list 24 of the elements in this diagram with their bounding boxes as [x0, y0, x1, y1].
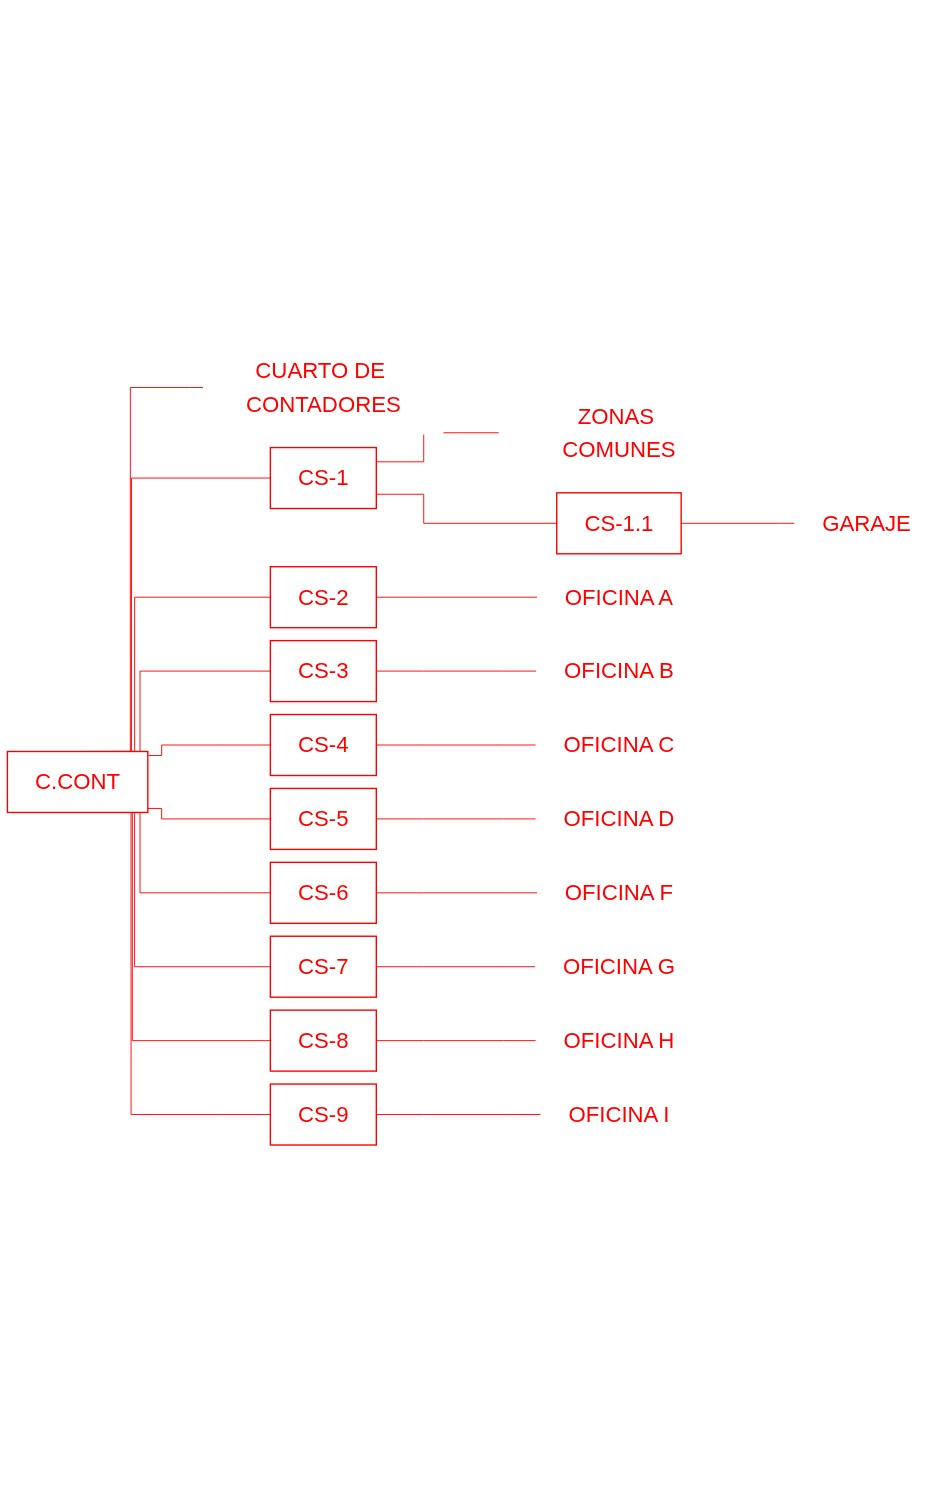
- node-text: OFICINA G: [562, 953, 675, 979]
- node-box: CS-8: [269, 1009, 377, 1072]
- node-box: CS-1.1: [556, 491, 682, 555]
- node-box: C.CONT: [6, 750, 149, 813]
- node-text: OFICINA C: [563, 731, 675, 757]
- node-box: CS-7: [269, 935, 377, 998]
- connector: [147, 807, 271, 820]
- node-box: CS-3: [269, 639, 377, 703]
- connector: [147, 744, 271, 756]
- node-text: ZONAS COMUNES: [562, 403, 676, 462]
- node-text: OFICINA I: [568, 1101, 670, 1127]
- node-box: CS-5: [269, 787, 377, 850]
- node-text: OFICINA A: [564, 584, 674, 610]
- node-box: CS-6: [269, 861, 377, 924]
- node-text: OFICINA F: [564, 879, 674, 905]
- node-text: OFICINA B: [564, 657, 674, 683]
- node-text: OFICINA D: [563, 805, 675, 831]
- node-box: CS-9: [269, 1083, 377, 1146]
- node-box: CS-2: [269, 565, 377, 629]
- node-text: CUARTO DE CONTADORES: [245, 357, 401, 416]
- node-text: GARAJE: [822, 510, 911, 536]
- node-text: OFICINA H: [563, 1027, 675, 1053]
- node-box: CS-1: [269, 446, 377, 509]
- node-box: CS-4: [269, 713, 377, 776]
